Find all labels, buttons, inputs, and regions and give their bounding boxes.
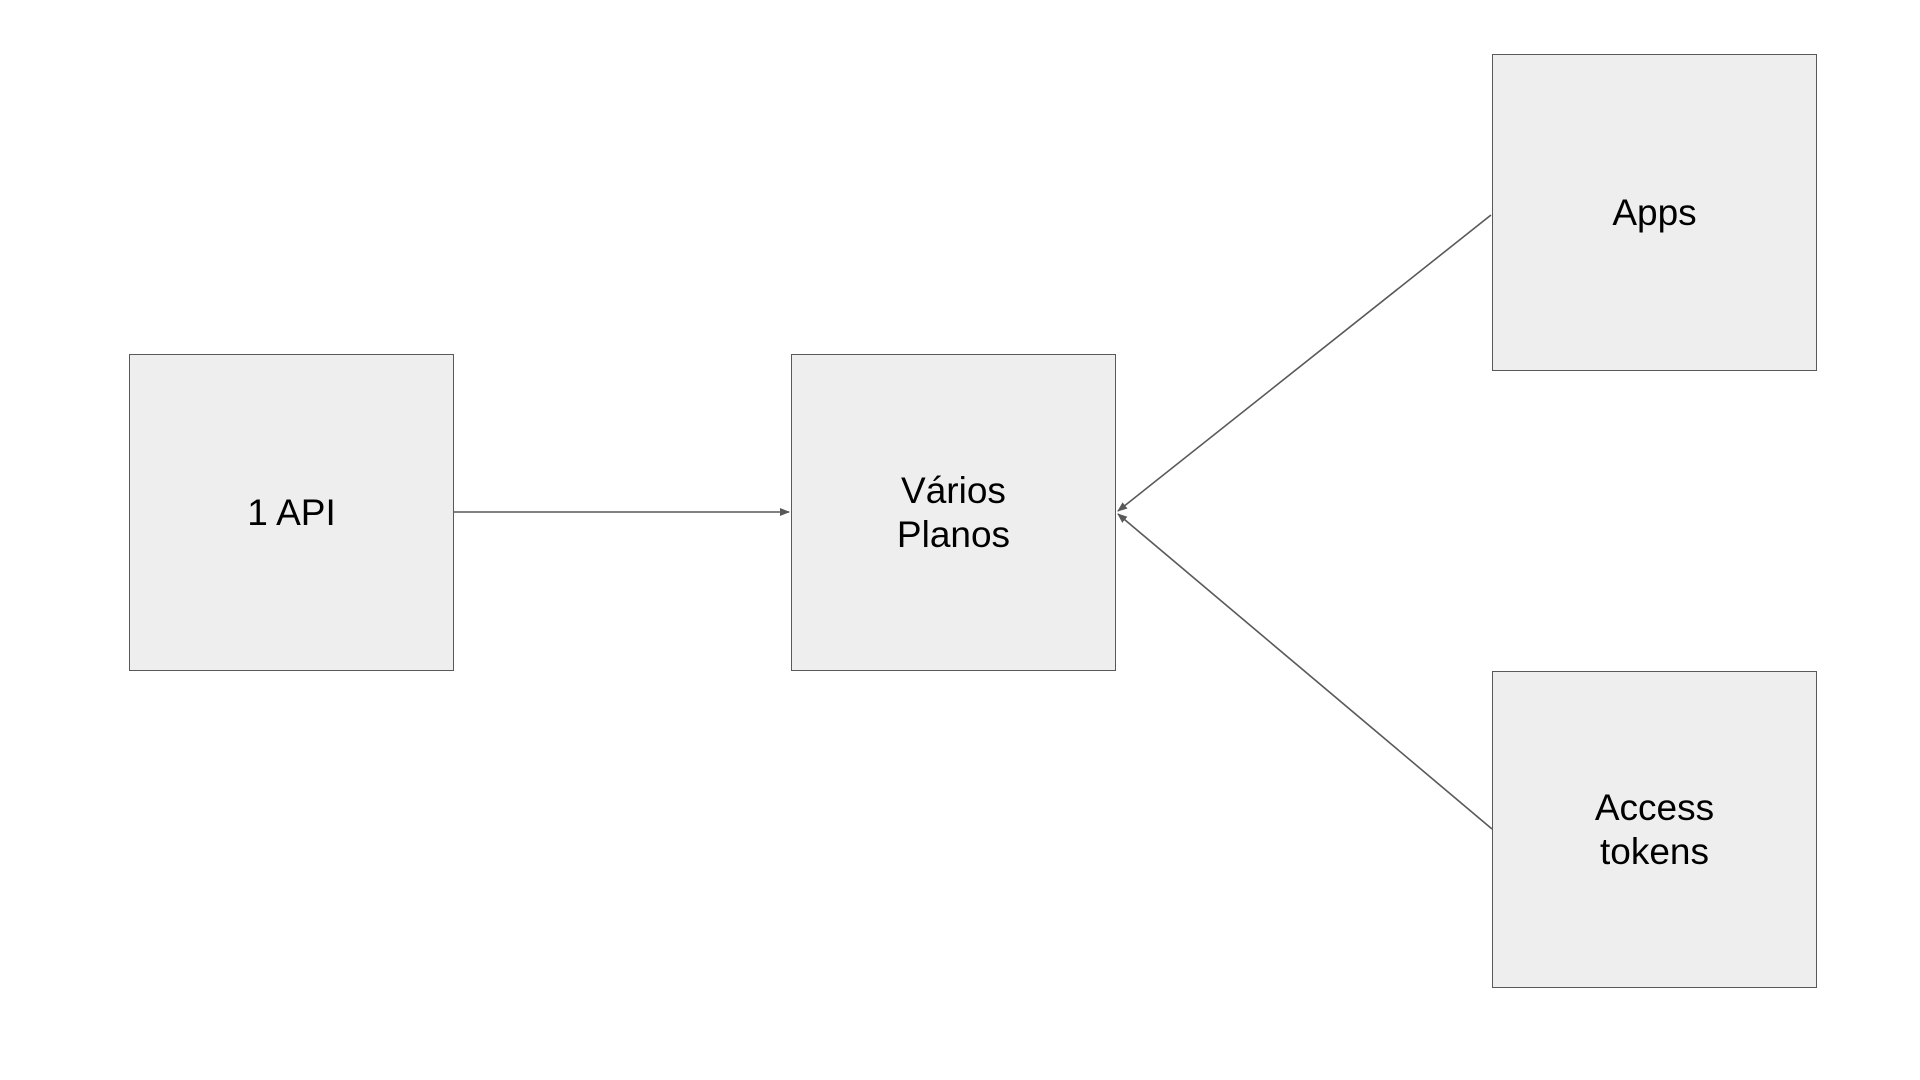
edge-tokens-to-plans bbox=[1117, 513, 1493, 830]
node-access-tokens-label: Access tokens bbox=[1594, 786, 1715, 872]
edge-apps-to-plans bbox=[1117, 214, 1492, 512]
node-api[interactable]: 1 API bbox=[129, 354, 454, 671]
node-apps-label: Apps bbox=[1612, 191, 1697, 233]
node-apps[interactable]: Apps bbox=[1492, 54, 1817, 371]
node-access-tokens[interactable]: Access tokens bbox=[1492, 671, 1817, 988]
node-plans[interactable]: Vários Planos bbox=[791, 354, 1116, 671]
node-api-label: 1 API bbox=[247, 491, 336, 533]
node-plans-label: Vários Planos bbox=[896, 469, 1011, 555]
